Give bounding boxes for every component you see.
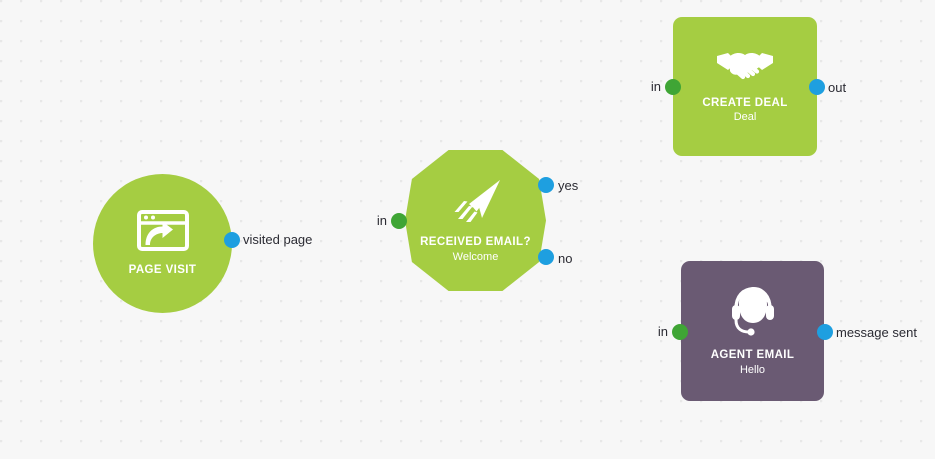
- handshake-icon: [717, 49, 773, 90]
- node-create-deal-body: CREATE DEAL Deal: [673, 17, 817, 156]
- port-out-received-email-no[interactable]: [538, 249, 554, 265]
- port-in-received-email[interactable]: [391, 213, 407, 229]
- port-out-received-email-yes[interactable]: [538, 177, 554, 193]
- port-label-create-deal-in: in: [650, 79, 661, 94]
- node-page-visit[interactable]: PAGE VISIT visited page: [93, 174, 312, 313]
- port-label-create-deal-out: out: [828, 80, 847, 95]
- node-received-email-body: RECEIVED EMAIL? Welcome: [405, 150, 546, 291]
- port-in-create-deal[interactable]: [665, 79, 681, 95]
- port-out-agent-email[interactable]: [817, 324, 833, 340]
- node-create-deal[interactable]: CREATE DEAL Deal in out: [651, 17, 846, 156]
- node-received-email[interactable]: RECEIVED EMAIL? Welcome in yes no: [377, 150, 578, 291]
- port-label-yes: yes: [558, 178, 579, 193]
- port-out-page-visit-visited-page[interactable]: [224, 232, 240, 248]
- node-agent-email-subtitle: Hello: [739, 363, 766, 376]
- support-agent-headset-icon: [728, 285, 778, 342]
- port-label-received-email-in: in: [376, 213, 387, 228]
- node-page-visit-title: PAGE VISIT: [128, 264, 197, 277]
- port-label-no: no: [558, 251, 573, 266]
- node-agent-email-body: AGENT EMAIL Hello: [681, 261, 824, 401]
- paper-plane-icon: [448, 177, 504, 230]
- port-label-agent-email-in: in: [657, 324, 668, 339]
- port-out-create-deal[interactable]: [809, 79, 825, 95]
- node-agent-email-title: AGENT EMAIL: [710, 349, 795, 362]
- node-received-email-shape: [405, 150, 546, 291]
- node-create-deal-subtitle: Deal: [733, 111, 757, 124]
- port-label-message-sent: message sent: [836, 325, 917, 340]
- port-label-visited-page: visited page: [243, 232, 313, 247]
- node-agent-email[interactable]: AGENT EMAIL Hello in message sent: [658, 261, 917, 401]
- node-page-visit-body: PAGE VISIT: [93, 174, 232, 313]
- node-received-email-title: RECEIVED EMAIL?: [420, 236, 531, 249]
- port-in-agent-email[interactable]: [672, 324, 688, 340]
- browser-window-arrow-icon: [136, 209, 190, 260]
- node-create-deal-title: CREATE DEAL: [702, 96, 788, 109]
- node-received-email-subtitle: Welcome: [452, 250, 499, 263]
